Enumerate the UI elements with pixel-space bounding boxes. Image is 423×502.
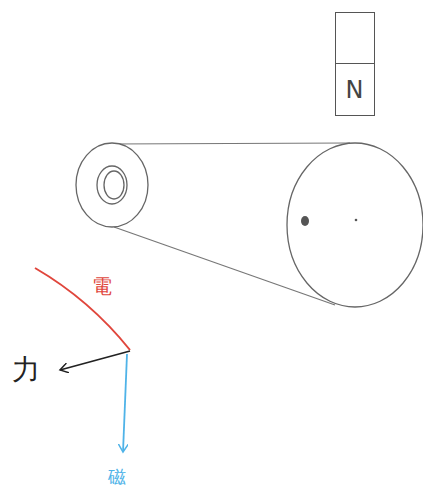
pole-divider	[336, 63, 374, 64]
field-label: 磁	[108, 468, 126, 486]
small-pulley	[76, 143, 148, 227]
current-line	[35, 268, 130, 350]
current-label: 電	[92, 276, 112, 296]
bar-magnet: N	[335, 12, 375, 116]
large-pulley	[287, 143, 423, 307]
force-arrow	[60, 351, 130, 370]
force-label: 力	[12, 356, 40, 384]
pole-label: N	[346, 78, 364, 102]
field-arrow	[123, 354, 127, 452]
